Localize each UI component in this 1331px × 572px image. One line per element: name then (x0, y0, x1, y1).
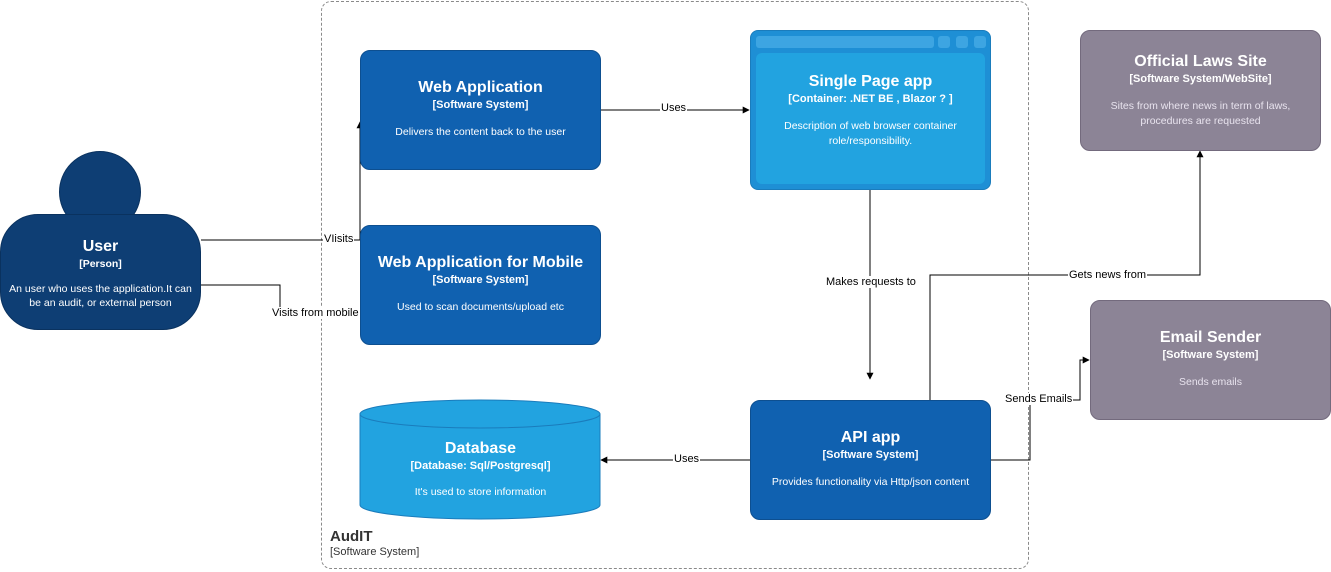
edge-label-sends-emails: Sends Emails (1004, 393, 1074, 405)
person-name: User (82, 238, 119, 255)
edge-label-makes-requests: Makes requests to (825, 276, 917, 288)
web-application-box: Web Application [Software System] Delive… (360, 50, 601, 170)
api-app-box: API app [Software System] Provides funct… (750, 400, 991, 520)
database-description: It's used to store information (414, 486, 547, 498)
laws-site-description: Sites from where news in term of laws, p… (1110, 100, 1291, 127)
email-sender-name: Email Sender (1159, 329, 1262, 346)
official-laws-site-box: Official Laws Site [Software System/WebS… (1080, 30, 1321, 151)
single-page-app-box: Single Page app [Container: .NET BE , Bl… (750, 30, 991, 190)
person-user: User [Person] An user who uses the appli… (0, 214, 201, 330)
edge-label-uses-db: Uses (673, 453, 701, 465)
boundary-title: AudIT (330, 528, 373, 545)
laws-site-type: [Software System/WebSite] (1129, 73, 1272, 85)
person-type: [Person] (79, 258, 122, 270)
browser-address-bar (756, 36, 934, 48)
spa-name: Single Page app (808, 73, 933, 90)
database-cylinder (359, 399, 601, 520)
email-sender-description: Sends emails (1178, 376, 1243, 388)
database-name: Database (444, 440, 517, 457)
mobile-app-name: Web Application for Mobile (377, 254, 584, 271)
mobile-app-description: Used to scan documents/upload etc (397, 301, 564, 313)
mobile-app-type: [Software System] (432, 274, 529, 286)
api-type: [Software System] (822, 449, 919, 461)
api-description: Provides functionality via Http/json con… (771, 476, 970, 488)
spa-description: Description of web browser container rol… (784, 120, 957, 147)
web-app-description: Delivers the content back to the user (395, 126, 566, 138)
api-name: API app (840, 429, 901, 446)
browser-content: Single Page app [Container: .NET BE , Bl… (756, 53, 985, 184)
database-type: [Database: Sql/Postgresql] (410, 460, 551, 472)
email-sender-box: Email Sender [Software System] Sends ema… (1090, 300, 1331, 420)
edge-label-gets-news: Gets news from (1068, 269, 1148, 281)
edge-label-visits-mobile: Visits from mobile (271, 307, 360, 319)
laws-site-name: Official Laws Site (1134, 53, 1267, 70)
web-app-type: [Software System] (432, 99, 529, 111)
person-description: An user who uses the application.It can … (9, 283, 192, 309)
web-app-name: Web Application (418, 79, 543, 96)
edge-label-uses-spa: Uses (660, 102, 688, 114)
mobile-web-application-box: Web Application for Mobile [Software Sys… (360, 225, 601, 345)
browser-button-icon (974, 36, 986, 48)
browser-button-icon (956, 36, 968, 48)
database-box: Database [Database: Sql/Postgresql] It's… (360, 440, 601, 498)
browser-button-icon (938, 36, 950, 48)
edge-label-visits: VIisits (323, 233, 355, 245)
boundary-technology: [Software System] (330, 546, 420, 558)
spa-type: [Container: .NET BE , Blazor ? ] (788, 93, 953, 105)
email-sender-type: [Software System] (1162, 349, 1259, 361)
